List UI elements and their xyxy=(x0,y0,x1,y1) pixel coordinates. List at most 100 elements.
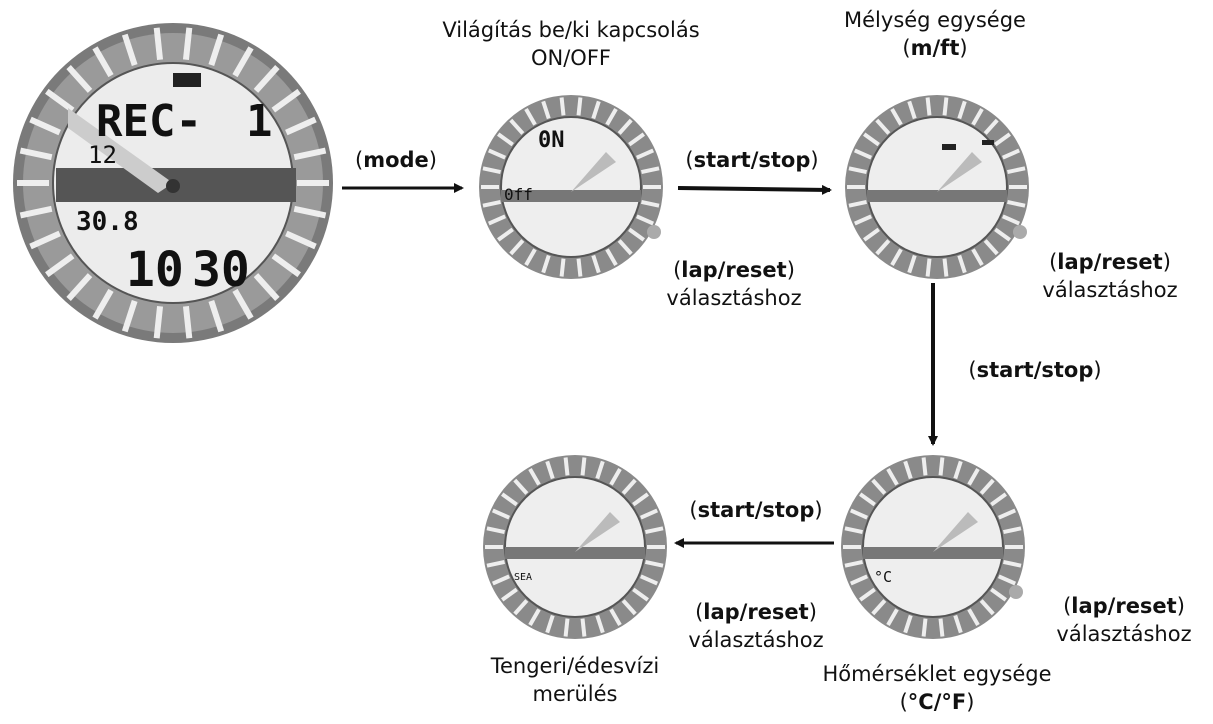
bezel-tick xyxy=(844,560,863,568)
bezel-tick xyxy=(907,100,917,120)
bezel-tick xyxy=(890,108,903,126)
bezel-tick xyxy=(513,478,529,495)
bezel-tick xyxy=(997,574,1017,586)
lap-reset-text-3: lap/reset xyxy=(703,600,809,624)
bezel-tick xyxy=(29,230,61,250)
bezel-tick xyxy=(487,214,507,226)
bezel-tick xyxy=(871,478,887,495)
bezel-tick xyxy=(990,492,1007,507)
bezel-tick xyxy=(853,214,873,226)
bezel-tick xyxy=(621,599,637,616)
bezel-tick xyxy=(524,248,537,266)
bezel-tick xyxy=(591,254,601,274)
bezel-tick xyxy=(528,608,541,626)
bezel-tick xyxy=(545,614,555,634)
light-title-line2: ON/OFF xyxy=(530,46,611,70)
bezel-tick xyxy=(541,100,551,120)
bezel-tick xyxy=(545,460,555,480)
bezel-tick xyxy=(863,227,880,242)
bezel-tick xyxy=(953,614,963,634)
bezel-tick xyxy=(580,457,587,476)
bezel-tick xyxy=(853,148,873,160)
mode-button-label: (mode) xyxy=(355,148,437,172)
lap-reset-text-1: lap/reset xyxy=(681,258,787,282)
bezel-tick xyxy=(641,200,660,208)
bezel-tick xyxy=(253,273,280,301)
bezel-tick xyxy=(605,108,618,126)
bezel-tick xyxy=(486,526,505,534)
bezel-tick xyxy=(871,599,887,616)
bezel-tick xyxy=(938,618,945,637)
bezel-tick xyxy=(957,100,967,120)
bezel-tick xyxy=(938,457,945,476)
bezel-tick xyxy=(501,587,518,602)
bezel-tick xyxy=(497,132,514,147)
bezel-tick xyxy=(641,166,660,174)
lap-reset-label-2: (lap/reset) választáshoz xyxy=(1030,248,1190,304)
arrow-start-stop-1 xyxy=(677,184,832,195)
depth-readout: 30.8 xyxy=(76,207,139,237)
lap-reset-label-1: (lap/reset) választáshoz xyxy=(664,256,804,312)
bezel-tick xyxy=(925,258,932,277)
bezel-tick xyxy=(635,148,655,160)
bezel-tick xyxy=(859,587,876,602)
bezel-tick xyxy=(591,100,601,120)
bezel-tick xyxy=(563,618,570,637)
time-main: 10 xyxy=(126,242,184,298)
bezel-tick xyxy=(863,132,880,147)
bezel-tick xyxy=(121,300,138,333)
bezel-tick xyxy=(632,492,649,507)
watch-water-type: SEA xyxy=(483,455,667,639)
select-suffix-4: választáshoz xyxy=(1056,622,1192,646)
small-time: 12 xyxy=(88,141,117,169)
bezel-tick xyxy=(285,230,317,250)
bezel-tick xyxy=(994,227,1011,242)
bezel-tick xyxy=(907,254,917,274)
bezel-tick xyxy=(45,88,75,113)
bezel-tick xyxy=(208,300,225,333)
bezel-tick xyxy=(208,33,225,66)
bezel-tick xyxy=(632,587,649,602)
bezel-tick xyxy=(886,608,899,626)
bezel-tick xyxy=(848,200,867,208)
bezel-tick xyxy=(921,457,928,476)
bezel-tick xyxy=(487,148,507,160)
bezel-tick xyxy=(886,468,899,486)
bezel-tick xyxy=(639,508,659,520)
bezel-tick xyxy=(66,273,93,301)
bezel-tick xyxy=(635,214,655,226)
bezel-tick xyxy=(19,205,53,219)
bezel-tick xyxy=(979,599,995,616)
start-stop-label-3: (start/stop) xyxy=(689,498,823,522)
water-line1: Tengeri/édesvízi xyxy=(490,654,660,678)
bezel-tick xyxy=(45,253,75,278)
bezel-tick xyxy=(848,166,867,174)
bezel-tick xyxy=(1003,526,1022,534)
bezel-tick xyxy=(92,288,114,320)
bezel-tick xyxy=(997,508,1017,520)
bezel-tick xyxy=(491,574,511,586)
bezel-tick xyxy=(232,46,254,78)
watch-depth-unit xyxy=(845,95,1029,279)
start-stop-text-3: start/stop xyxy=(697,498,815,522)
depth-unit-line1: Mélység egysége xyxy=(844,8,1026,32)
main-watch: REC- 1 12 30.8 10 30 xyxy=(13,23,333,343)
bezel-tick xyxy=(983,118,999,135)
bezel-tick xyxy=(875,239,891,256)
bezel-tick xyxy=(994,132,1011,147)
bezel-tick xyxy=(1007,200,1026,208)
bezel-tick xyxy=(921,618,928,637)
bezel-tick xyxy=(232,288,254,320)
bezel-tick xyxy=(639,574,659,586)
bezel-tick xyxy=(953,460,963,480)
mode-number: 1 xyxy=(246,96,273,147)
bezel-tick xyxy=(563,457,570,476)
bezel-tick xyxy=(990,587,1007,602)
depth-unit-value: m/ft xyxy=(910,36,960,60)
bezel-tick xyxy=(983,239,999,256)
bezel-tick xyxy=(1003,560,1022,568)
bezel-tick xyxy=(595,614,605,634)
bezel-tick xyxy=(509,239,525,256)
bezel-tick xyxy=(645,526,664,534)
